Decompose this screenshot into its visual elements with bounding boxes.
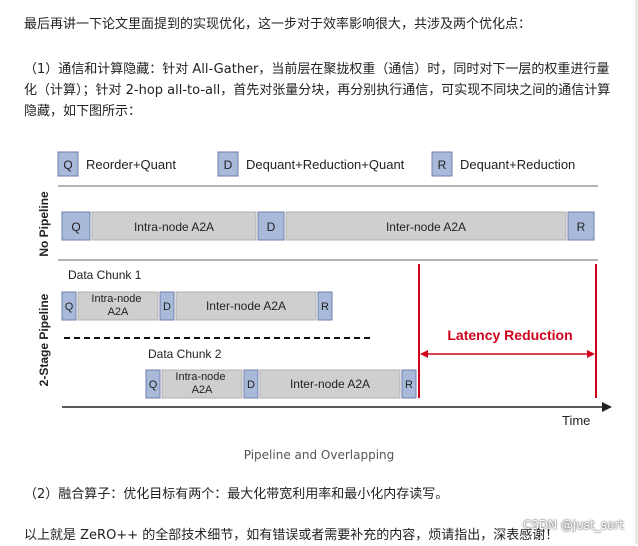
legend: Q Reorder+Quant D Dequant+Reduction+Quan… xyxy=(57,151,575,177)
paragraph-comm-compute-overlap: （1）通信和计算隐藏：针对 All-Gather，当前层在聚拢权重（通信）时，同… xyxy=(24,62,611,119)
c1-q-label: Q xyxy=(65,301,74,313)
c2-q-block xyxy=(145,369,161,399)
np-d-block xyxy=(257,211,285,241)
figure-caption: Pipeline and Overlapping xyxy=(243,448,395,462)
right-edge-divider xyxy=(635,0,638,544)
legend-q-key: Q xyxy=(63,158,72,172)
c2-intra-line1: Intra-node xyxy=(175,371,225,383)
np-r-label: R xyxy=(577,220,586,234)
c2-intra-label: Intra-node A2A xyxy=(175,371,228,396)
np-r-block xyxy=(567,211,595,241)
c2-r-label: R xyxy=(405,379,413,391)
legend-q-box xyxy=(57,151,79,177)
c1-d-block xyxy=(159,291,175,321)
pipeline-diagram: Q Reorder+Quant D Dequant+Reduction+Quan… xyxy=(37,151,612,428)
c2-intra-line2: A2A xyxy=(192,384,213,396)
np-inter-block xyxy=(285,211,567,241)
latency-label: Latency Reduction xyxy=(447,327,572,343)
latency-reduction: Latency Reduction xyxy=(418,264,597,398)
paragraph-intro: 最后再讲一下论文里面提到的实现优化，这一步对于效率影响很大，共涉及两个优化点： xyxy=(24,17,532,32)
time-axis-arrow-icon xyxy=(602,402,612,412)
no-pipeline-axis-label: No Pipeline xyxy=(37,191,51,257)
legend-d-box xyxy=(217,151,239,177)
c2-d-block xyxy=(243,369,259,399)
c1-intra-line2: A2A xyxy=(108,306,129,318)
time-axis: Time xyxy=(62,402,612,428)
chunk1-title: Data Chunk 1 xyxy=(68,268,142,282)
pipeline-figure: Q Reorder+Quant D Dequant+Reduction+Quan… xyxy=(24,140,620,440)
latency-arrow-left-icon xyxy=(420,350,428,358)
c1-r-label: R xyxy=(321,301,329,313)
c1-intra-line1: Intra-node xyxy=(91,293,141,305)
np-q-label: Q xyxy=(71,220,80,234)
c1-inter-block xyxy=(175,291,317,321)
c1-inter-label: Inter-node A2A xyxy=(206,299,286,313)
legend-r-label: Dequant+Reduction xyxy=(460,157,575,172)
np-q-block xyxy=(61,211,91,241)
np-intra-label: Intra-node A2A xyxy=(134,220,214,234)
latency-arrow-right-icon xyxy=(587,350,595,358)
c1-d-label: D xyxy=(163,301,171,313)
paragraph-fused-kernels: （2）融合算子：优化目标有两个：最大化带宽利用率和最小化内存读写。 xyxy=(24,487,449,502)
np-intra-block xyxy=(91,211,257,241)
legend-d-label: Dequant+Reduction+Quant xyxy=(246,157,405,172)
legend-d-key: D xyxy=(224,158,233,172)
legend-q-label: Reorder+Quant xyxy=(86,157,176,172)
c1-intra-label: Intra-node A2A xyxy=(91,293,144,318)
c1-q-block xyxy=(61,291,77,321)
c1-intra-block xyxy=(77,291,159,321)
chunk2-title: Data Chunk 2 xyxy=(148,347,222,361)
data-chunk-2: Data Chunk 2 Q Intra-node A2A D Inter-no… xyxy=(145,347,417,399)
legend-r-box xyxy=(431,151,453,177)
c2-r-block xyxy=(401,369,417,399)
c2-inter-block xyxy=(259,369,401,399)
two-stage-axis-label: 2-Stage Pipeline xyxy=(37,293,51,386)
c1-r-block xyxy=(317,291,333,321)
np-inter-label: Inter-node A2A xyxy=(386,220,466,234)
c2-inter-label: Inter-node A2A xyxy=(290,377,370,391)
watermark: CSDN @just_sort xyxy=(522,518,624,532)
no-pipeline-row: Q Intra-node A2A D Inter-node A2A R xyxy=(61,211,595,241)
legend-r-key: R xyxy=(438,158,447,172)
c2-d-label: D xyxy=(247,379,255,391)
np-d-label: D xyxy=(267,220,276,234)
c2-q-label: Q xyxy=(149,379,158,391)
c2-intra-block xyxy=(161,369,243,399)
time-axis-label: Time xyxy=(562,413,590,428)
paragraph-conclusion: 以上就是 ZeRO++ 的全部技术细节，如有错误或者需要补充的内容，烦请指出，深… xyxy=(24,528,559,543)
data-chunk-1: Data Chunk 1 Q Intra-node A2A D Inter-no… xyxy=(61,268,333,321)
